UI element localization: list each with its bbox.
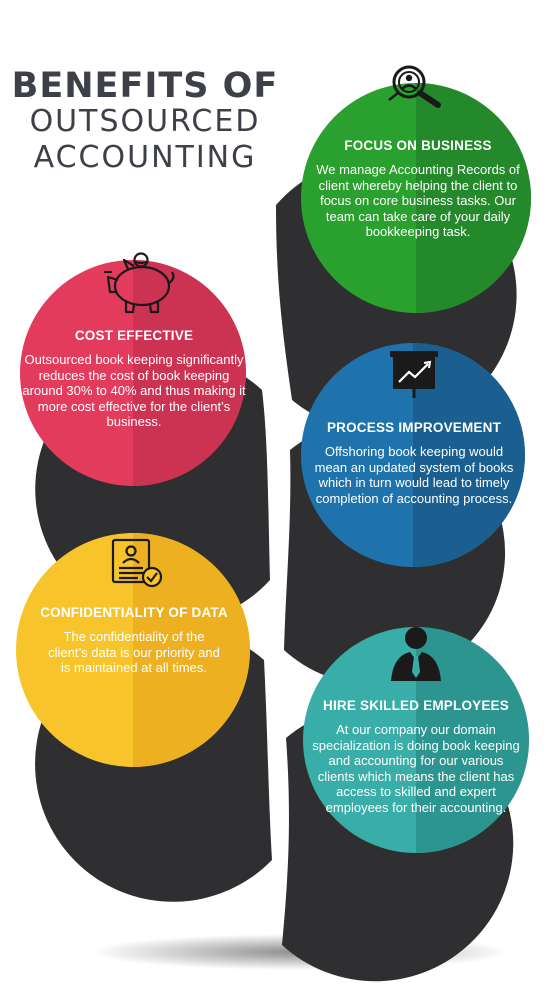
piggy-bank-icon bbox=[104, 252, 175, 314]
benefit-cost-effective: COST EFFECTIVE Outsourced book keeping s… bbox=[20, 328, 248, 430]
circle-confidentiality bbox=[16, 533, 250, 767]
employee-icon bbox=[391, 627, 441, 681]
benefit-focus-on-business: FOCUS ON BUSINESS We manage Accounting R… bbox=[308, 138, 528, 240]
benefit-hire-skilled-employees: HIRE SKILLED EMPLOYEES At our company ou… bbox=[310, 698, 522, 816]
benefit-text: We manage Accounting Records of client w… bbox=[316, 162, 520, 240]
benefit-heading: COST EFFECTIVE bbox=[74, 328, 194, 343]
benefit-heading: PROCESS IMPROVEMENT bbox=[326, 420, 502, 435]
benefit-heading: HIRE SKILLED EMPLOYEES bbox=[323, 698, 509, 713]
circle-cost bbox=[20, 260, 246, 486]
presentation-chart-icon bbox=[390, 351, 438, 398]
benefit-text: Offshoring book keeping would mean an up… bbox=[314, 444, 514, 506]
benefit-text: At our company our domain specialization… bbox=[312, 722, 520, 815]
benefit-heading: CONFIDENTIALITY OF DATA bbox=[40, 605, 228, 620]
benefit-process-improvement: PROCESS IMPROVEMENT Offshoring book keep… bbox=[308, 420, 520, 506]
benefit-confidentiality-of-data: CONFIDENTIALITY OF DATA The confidential… bbox=[25, 605, 243, 676]
benefit-text: The confidentiality of the client’s data… bbox=[48, 629, 220, 676]
title-line-2: OUTSOURCED bbox=[29, 104, 261, 139]
benefit-text: Outsourced book keeping significantly re… bbox=[22, 352, 246, 430]
title-line-3: ACCOUNTING bbox=[33, 140, 257, 175]
circle-focus bbox=[301, 83, 531, 313]
benefit-heading: FOCUS ON BUSINESS bbox=[344, 138, 492, 153]
certificate-badge-icon bbox=[111, 538, 163, 588]
circle-hire bbox=[303, 627, 529, 853]
title-line-1: BENEFITS OF bbox=[11, 66, 279, 106]
circle-process bbox=[301, 343, 525, 567]
magnifier-person-icon bbox=[388, 65, 441, 108]
